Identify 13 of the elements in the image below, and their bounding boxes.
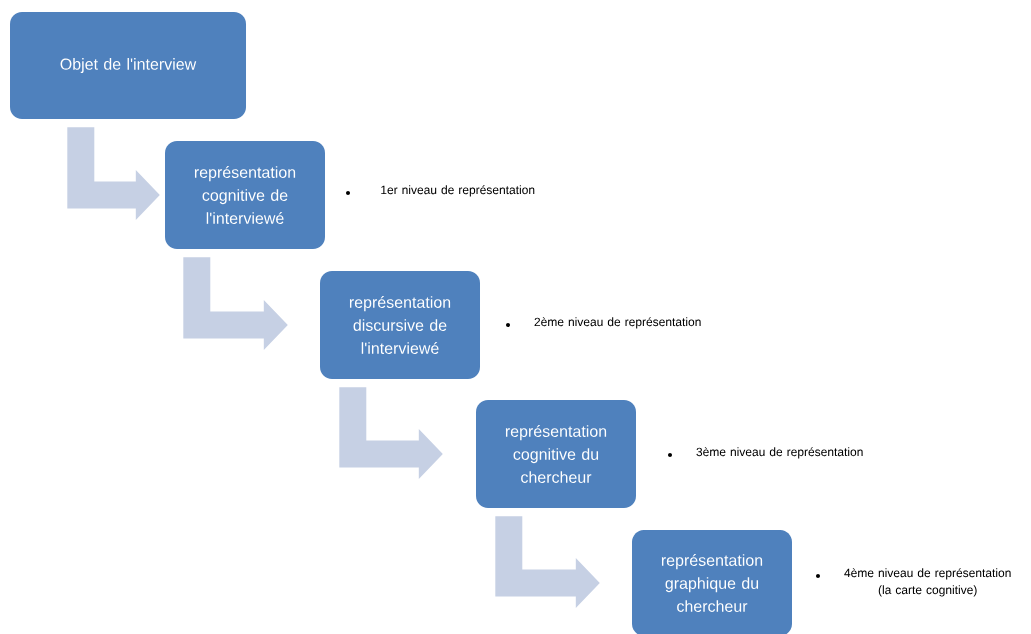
bent-arrow <box>495 516 600 608</box>
bent-arrow <box>183 257 288 350</box>
bent-arrow <box>339 387 443 479</box>
process-box: représentation cognitive de l'interviewé <box>165 141 325 249</box>
process-box: représentation cognitive du chercheur <box>476 400 636 508</box>
bent-arrow <box>67 127 160 220</box>
level-note: 4ème niveau de représentation (la carte cognitive) <box>844 568 1011 597</box>
process-box: Objet de l'interview <box>10 12 246 119</box>
process-box: représentation graphique du chercheur <box>632 530 792 634</box>
level-note: 1er niveau de représentation <box>381 185 535 197</box>
process-box: représentation discursive de l'interviewé <box>320 271 480 379</box>
level-note: 3ème niveau de représentation <box>696 447 863 459</box>
level-note: 2ème niveau de représentation <box>534 317 701 329</box>
